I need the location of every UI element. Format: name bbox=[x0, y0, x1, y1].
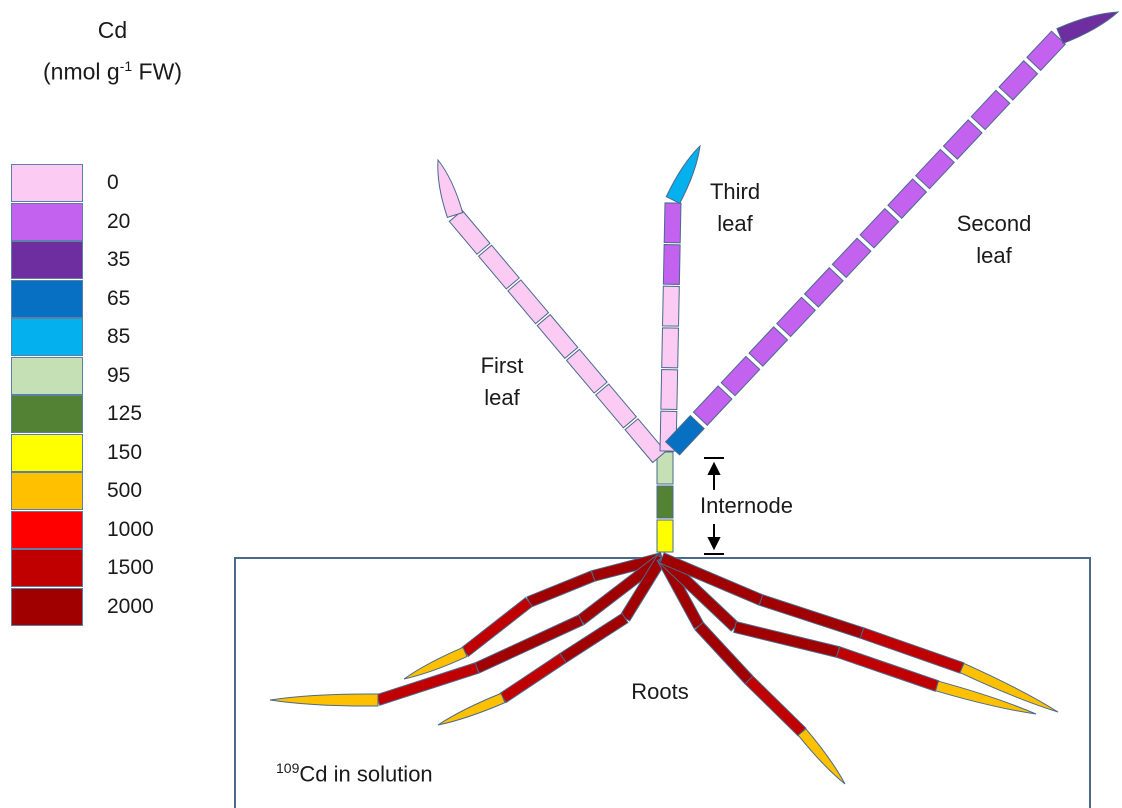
legend-swatch bbox=[11, 433, 83, 472]
second-leaf-segment bbox=[998, 60, 1039, 101]
second-leaf-segment bbox=[914, 148, 955, 190]
legend-swatch bbox=[11, 510, 83, 549]
second-leaf-segment bbox=[831, 237, 872, 279]
legend-value: 150 bbox=[107, 440, 143, 464]
legend-swatch bbox=[11, 318, 83, 356]
root-segment bbox=[526, 570, 596, 608]
second-leaf-segment bbox=[970, 89, 1011, 131]
root-tip bbox=[269, 693, 379, 707]
legend-value: 85 bbox=[107, 325, 131, 348]
roots-label: Roots bbox=[631, 679, 689, 704]
root-segment bbox=[375, 662, 480, 706]
second-leaf-segment bbox=[720, 355, 761, 397]
legend-swatch bbox=[11, 279, 83, 318]
first-leaf-segment bbox=[565, 348, 608, 394]
root-segment bbox=[733, 621, 840, 658]
legend-value: 95 bbox=[107, 363, 131, 387]
legend-value: 35 bbox=[107, 248, 131, 271]
internode-arrows bbox=[704, 457, 724, 555]
root-tip bbox=[959, 662, 1059, 713]
third-leaf-segment bbox=[661, 327, 679, 369]
third-leaf-segment bbox=[663, 202, 682, 244]
legend-value: 1000 bbox=[107, 517, 154, 541]
root-segment bbox=[460, 596, 534, 658]
root-segment bbox=[499, 652, 567, 704]
legend-swatch bbox=[11, 395, 83, 433]
second-leaf-segment bbox=[803, 267, 844, 308]
legend-value: 1500 bbox=[107, 556, 154, 579]
root-segment bbox=[859, 627, 965, 674]
first-leaf-tip bbox=[437, 158, 464, 218]
second-leaf-segment bbox=[942, 119, 983, 160]
second-leaf-segment bbox=[748, 326, 789, 367]
legend-value: 20 bbox=[107, 209, 131, 233]
root-tip bbox=[437, 692, 506, 726]
root-tip bbox=[403, 646, 468, 680]
root-segment bbox=[744, 675, 807, 737]
third-leaf-segment bbox=[662, 243, 681, 286]
legend-swatch bbox=[11, 587, 83, 626]
first-leaf-segment bbox=[536, 313, 579, 360]
second-leaf-segment bbox=[776, 296, 817, 338]
legend-unit: (nmol g-1 FW) bbox=[43, 58, 182, 85]
third-leaf-segment bbox=[662, 285, 680, 327]
second-leaf-tip bbox=[1056, 11, 1120, 45]
legend-swatch bbox=[11, 549, 83, 587]
second-leaf-segment bbox=[1026, 30, 1067, 72]
internode-segment bbox=[656, 519, 674, 553]
legend-value: 0 bbox=[107, 171, 119, 194]
legend-swatch bbox=[11, 356, 83, 395]
internode-segment bbox=[656, 485, 674, 519]
internode-label: Internode bbox=[700, 493, 793, 518]
root-tip bbox=[797, 728, 846, 785]
internode-segment bbox=[656, 451, 674, 485]
third-leaf-segment bbox=[660, 368, 679, 411]
legend-swatch bbox=[11, 202, 83, 241]
legend-value: 500 bbox=[107, 479, 143, 502]
second-leaf-segment bbox=[887, 178, 928, 219]
first-leaf-segment bbox=[448, 209, 491, 255]
legend-value: 125 bbox=[107, 402, 143, 425]
legend-value: 2000 bbox=[107, 594, 154, 618]
root-tip bbox=[935, 680, 1037, 715]
root-segment bbox=[474, 614, 584, 674]
legend-title: Cd bbox=[97, 17, 128, 43]
second-leaf-segment bbox=[664, 414, 705, 456]
second-leaf-segment bbox=[692, 385, 733, 426]
legend-swatch bbox=[11, 164, 83, 202]
first-leaf-segment bbox=[507, 279, 550, 325]
second-leaf-segment bbox=[859, 207, 900, 249]
legend-swatch bbox=[11, 241, 83, 279]
legend-swatch bbox=[11, 472, 83, 510]
first-leaf-segment bbox=[477, 244, 520, 290]
third-leaf-tip bbox=[665, 144, 701, 205]
solution-label: 109Cd in solution bbox=[276, 760, 433, 787]
first-leaf-segment bbox=[624, 418, 667, 464]
legend-value: 65 bbox=[107, 286, 131, 310]
first-leaf-segment bbox=[595, 383, 638, 429]
